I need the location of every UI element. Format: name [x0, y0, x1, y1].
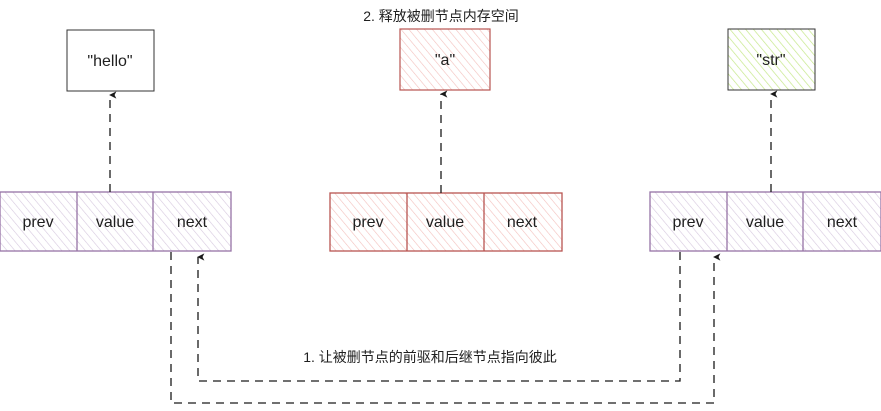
node-deleted: prev value next — [329, 192, 563, 252]
node-right: prev value next — [649, 191, 881, 252]
next-cell: next — [827, 214, 858, 231]
next-cell: next — [507, 214, 538, 231]
prev-cell: prev — [22, 214, 53, 231]
step1-label: 1. 让被删节点的前驱和后继节点指向彼此 — [303, 349, 557, 365]
value-text: "a" — [435, 52, 455, 69]
step2-label: 2. 释放被删节点内存空间 — [363, 8, 519, 24]
value-text: "str" — [756, 52, 785, 69]
node-left: prev value next — [0, 191, 232, 252]
value-box-hello: "hello" — [66, 29, 155, 92]
prev-cell: prev — [352, 214, 383, 231]
value-cell: value — [426, 214, 464, 231]
value-box-a: "a" — [399, 28, 491, 91]
value-cell: value — [746, 214, 784, 231]
next-to-right-prev-arrow — [170, 252, 721, 404]
prev-cell: prev — [672, 214, 703, 231]
prev-to-left-next-arrow — [197, 252, 681, 382]
value-text: "hello" — [87, 53, 132, 70]
next-cell: next — [177, 214, 208, 231]
value-box-str: "str" — [727, 28, 816, 91]
value-cell: value — [96, 214, 134, 231]
